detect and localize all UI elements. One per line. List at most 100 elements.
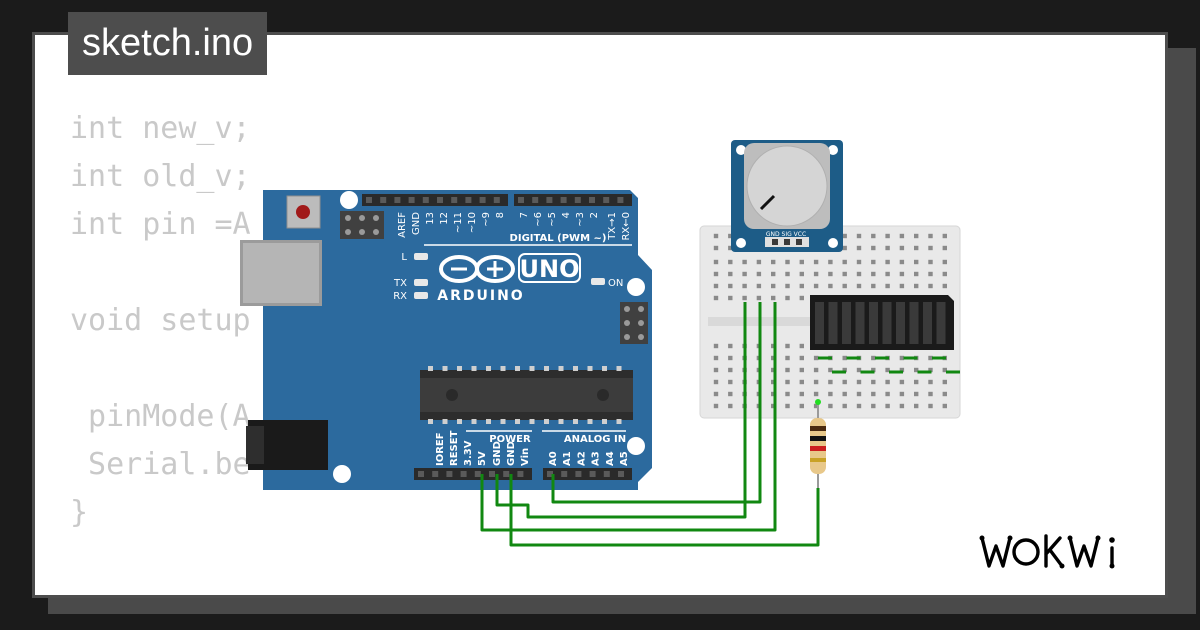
breadboard-hole[interactable] bbox=[928, 271, 933, 277]
breadboard-hole[interactable] bbox=[713, 391, 719, 397]
breadboard-hole[interactable] bbox=[899, 403, 905, 409]
breadboard-hole[interactable] bbox=[728, 295, 733, 301]
wire-a0-sig[interactable] bbox=[551, 302, 762, 504]
breadboard-hole[interactable] bbox=[871, 391, 876, 397]
breadboard-hole[interactable] bbox=[856, 233, 862, 239]
breadboard-hole[interactable] bbox=[713, 259, 719, 265]
breadboard-hole[interactable] bbox=[942, 391, 947, 397]
breadboard-hole[interactable] bbox=[899, 259, 905, 265]
breadboard-hole[interactable] bbox=[885, 379, 890, 385]
breadboard-hole[interactable] bbox=[928, 403, 933, 409]
breadboard-hole[interactable] bbox=[713, 271, 719, 277]
wire-gnd-pot[interactable] bbox=[495, 302, 747, 519]
breadboard-hole[interactable] bbox=[899, 283, 905, 289]
breadboard-hole[interactable] bbox=[899, 379, 905, 385]
breadboard-hole[interactable] bbox=[856, 367, 862, 373]
breadboard-hole[interactable] bbox=[713, 245, 719, 251]
breadboard-hole[interactable] bbox=[899, 355, 905, 361]
breadboard-hole[interactable] bbox=[885, 233, 890, 239]
led-bar-graph[interactable] bbox=[810, 295, 954, 350]
breadboard-hole[interactable] bbox=[842, 271, 847, 277]
wire-5v-vcc[interactable] bbox=[480, 302, 777, 532]
breadboard-hole[interactable] bbox=[742, 295, 747, 301]
breadboard-hole[interactable] bbox=[799, 355, 804, 361]
breadboard-hole[interactable] bbox=[785, 403, 790, 409]
breadboard-hole[interactable] bbox=[928, 379, 933, 385]
breadboard-hole[interactable] bbox=[728, 379, 733, 385]
breadboard-hole[interactable] bbox=[713, 295, 719, 301]
breadboard-hole[interactable] bbox=[914, 271, 919, 277]
breadboard-hole[interactable] bbox=[871, 259, 876, 265]
breadboard-hole[interactable] bbox=[899, 245, 905, 251]
breadboard-hole[interactable] bbox=[799, 379, 804, 385]
breadboard-hole[interactable] bbox=[799, 343, 804, 349]
breadboard-hole[interactable] bbox=[728, 233, 733, 239]
breadboard-hole[interactable] bbox=[785, 283, 790, 289]
breadboard-hole[interactable] bbox=[756, 295, 762, 301]
breadboard-hole[interactable] bbox=[856, 283, 862, 289]
breadboard-hole[interactable] bbox=[771, 295, 776, 301]
breadboard-hole[interactable] bbox=[813, 355, 819, 361]
breadboard-hole[interactable] bbox=[914, 283, 919, 289]
circuit-wires[interactable] bbox=[480, 302, 820, 547]
breadboard-hole[interactable] bbox=[771, 271, 776, 277]
breadboard-hole[interactable] bbox=[785, 259, 790, 265]
breadboard-hole[interactable] bbox=[914, 233, 919, 239]
breadboard-hole[interactable] bbox=[899, 271, 905, 277]
breadboard-hole[interactable] bbox=[842, 391, 847, 397]
breadboard-hole[interactable] bbox=[885, 259, 890, 265]
wire-gnd-resistor[interactable] bbox=[509, 474, 820, 547]
breadboard-hole[interactable] bbox=[813, 259, 819, 265]
breadboard-hole[interactable] bbox=[799, 295, 804, 301]
breadboard-hole[interactable] bbox=[713, 233, 719, 239]
reset-button[interactable] bbox=[286, 195, 321, 229]
breadboard-hole[interactable] bbox=[871, 245, 876, 251]
breadboard-hole[interactable] bbox=[771, 283, 776, 289]
breadboard-hole[interactable] bbox=[871, 355, 876, 361]
breadboard-hole[interactable] bbox=[928, 283, 933, 289]
breadboard-hole[interactable] bbox=[771, 403, 776, 409]
breadboard-hole[interactable] bbox=[885, 271, 890, 277]
breadboard-hole[interactable] bbox=[813, 391, 819, 397]
breadboard-hole[interactable] bbox=[928, 355, 933, 361]
breadboard-hole[interactable] bbox=[785, 379, 790, 385]
breadboard-hole[interactable] bbox=[713, 379, 719, 385]
breadboard-hole[interactable] bbox=[842, 259, 847, 265]
breadboard-hole[interactable] bbox=[942, 283, 947, 289]
breadboard-hole[interactable] bbox=[799, 403, 804, 409]
breadboard-hole[interactable] bbox=[785, 367, 790, 373]
breadboard-hole[interactable] bbox=[756, 259, 762, 265]
breadboard-hole[interactable] bbox=[728, 283, 733, 289]
breadboard-hole[interactable] bbox=[713, 343, 719, 349]
breadboard-hole[interactable] bbox=[899, 367, 905, 373]
breadboard-hole[interactable] bbox=[742, 271, 747, 277]
breadboard-hole[interactable] bbox=[842, 355, 847, 361]
breadboard-hole[interactable] bbox=[885, 367, 890, 373]
breadboard-hole[interactable] bbox=[856, 379, 862, 385]
breadboard-hole[interactable] bbox=[856, 271, 862, 277]
breadboard-hole[interactable] bbox=[871, 233, 876, 239]
breadboard-hole[interactable] bbox=[813, 379, 819, 385]
breadboard-hole[interactable] bbox=[914, 379, 919, 385]
breadboard-hole[interactable] bbox=[842, 379, 847, 385]
breadboard-hole[interactable] bbox=[799, 271, 804, 277]
breadboard-hole[interactable] bbox=[856, 391, 862, 397]
breadboard-hole[interactable] bbox=[942, 367, 947, 373]
breadboard-hole[interactable] bbox=[914, 259, 919, 265]
breadboard-hole[interactable] bbox=[728, 355, 733, 361]
breadboard-hole[interactable] bbox=[799, 283, 804, 289]
breadboard-hole[interactable] bbox=[713, 403, 719, 409]
breadboard-hole[interactable] bbox=[713, 355, 719, 361]
breadboard-hole[interactable] bbox=[828, 283, 833, 289]
breadboard-hole[interactable] bbox=[813, 283, 819, 289]
breadboard-hole[interactable] bbox=[842, 367, 847, 373]
potentiometer-knob[interactable] bbox=[746, 145, 828, 227]
breadboard-hole[interactable] bbox=[914, 245, 919, 251]
breadboard-hole[interactable] bbox=[771, 391, 776, 397]
breadboard-hole[interactable] bbox=[828, 403, 833, 409]
breadboard-hole[interactable] bbox=[785, 391, 790, 397]
breadboard-hole[interactable] bbox=[771, 355, 776, 361]
breadboard-hole[interactable] bbox=[871, 379, 876, 385]
breadboard-hole[interactable] bbox=[756, 283, 762, 289]
